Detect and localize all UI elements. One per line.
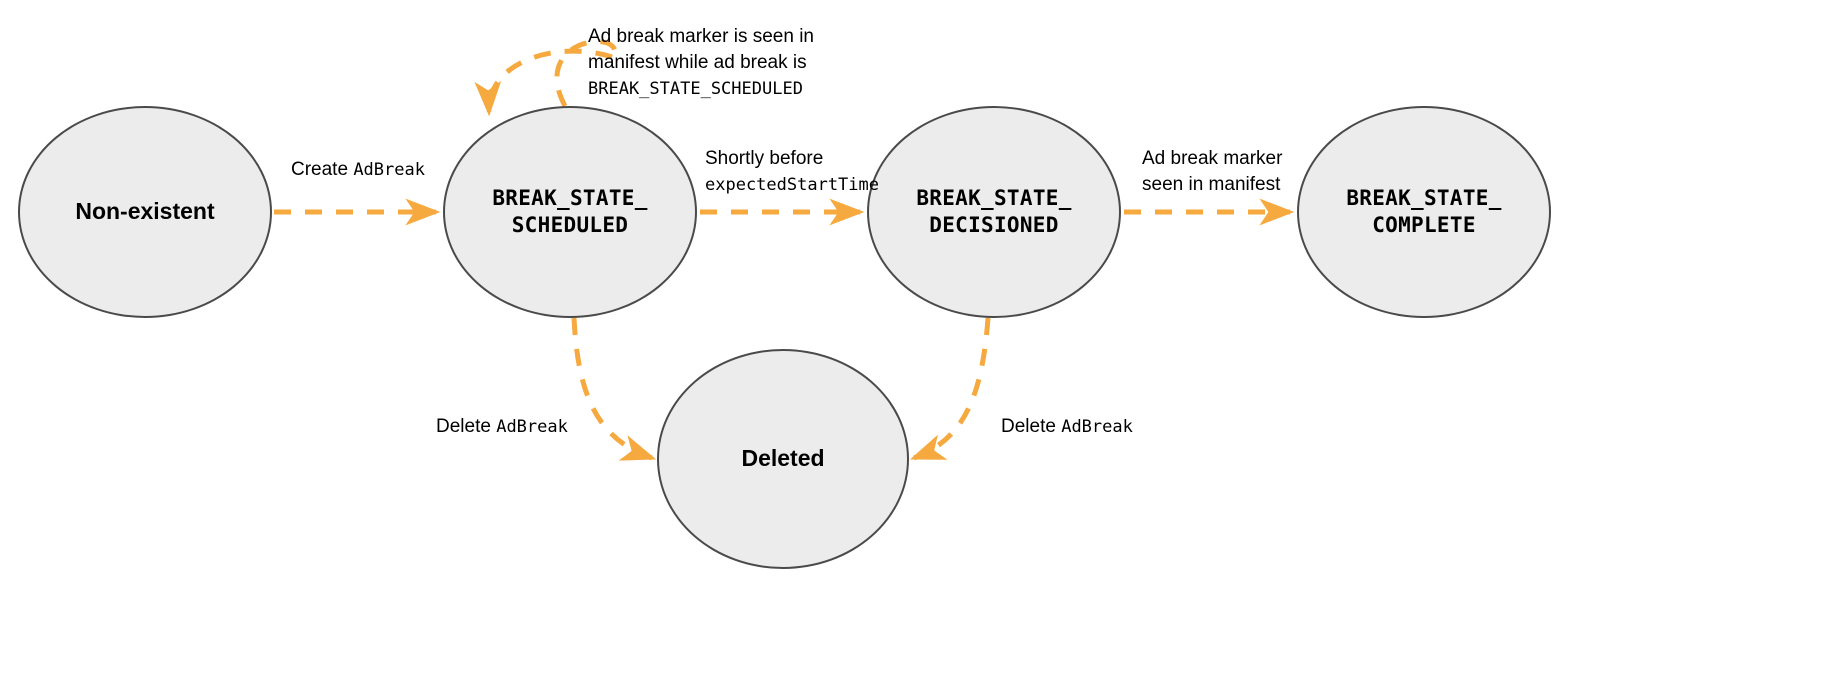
edge-decisioned-to-deleted [909, 317, 991, 461]
state-node-non-existent[interactable]: Non-existent [18, 106, 272, 318]
state-node-label: BREAK_STATE_ DECISIONED [916, 186, 1072, 237]
edge-scheduled-to-deleted [571, 317, 657, 461]
edge-self-loop-scheduled-tail [474, 48, 613, 117]
edge-self-loop-scheduled [554, 39, 618, 108]
state-node-break-state-scheduled[interactable]: BREAK_STATE_ SCHEDULED [443, 106, 697, 318]
state-node-break-state-decisioned[interactable]: BREAK_STATE_ DECISIONED [867, 106, 1121, 318]
state-node-deleted[interactable]: Deleted [657, 349, 909, 569]
state-node-label: BREAK_STATE_ COMPLETE [1346, 186, 1502, 237]
state-node-label: Deleted [741, 445, 825, 472]
state-node-break-state-complete[interactable]: BREAK_STATE_ COMPLETE [1297, 106, 1551, 318]
state-node-label: Non-existent [75, 198, 215, 225]
state-node-label: BREAK_STATE_ SCHEDULED [492, 186, 648, 237]
